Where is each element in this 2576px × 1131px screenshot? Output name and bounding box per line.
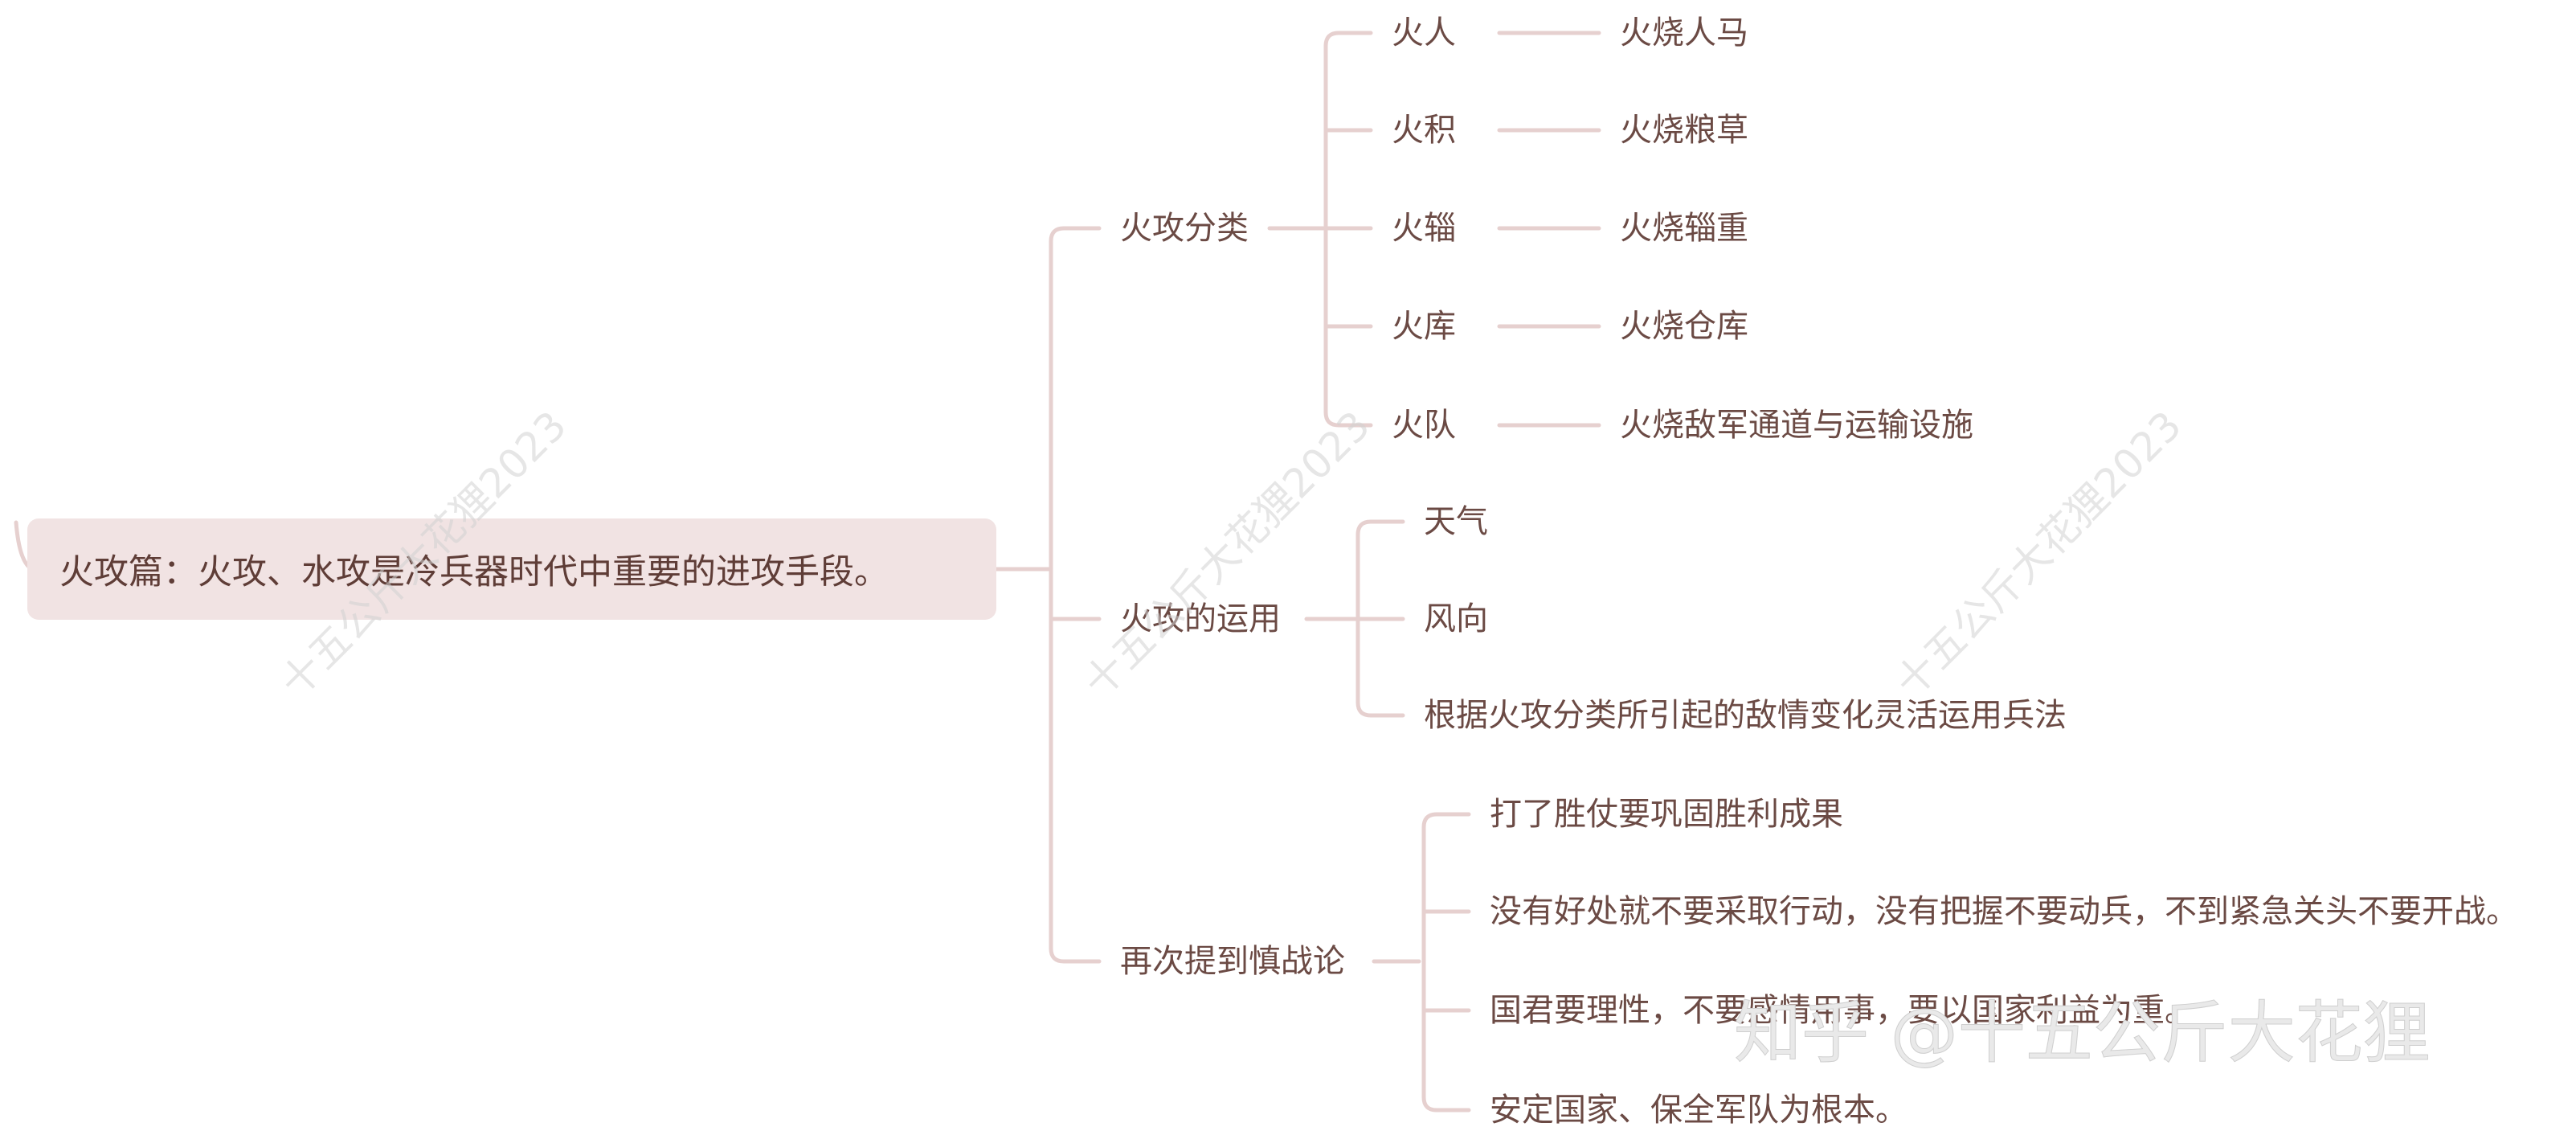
node-fire-arsenal[interactable]: 火库 [1392, 308, 1456, 345]
branch-fire-attack-use[interactable]: 火攻的运用 [1120, 600, 1281, 637]
node-ruler-rational[interactable]: 国君要理性，不要感情用事，要以国家利益为重。 [1490, 992, 2197, 1029]
node-consolidate-victory[interactable]: 打了胜仗要巩固胜利成果 [1490, 796, 1843, 833]
branch-fire-attack-types[interactable]: 火攻分类 [1120, 210, 1249, 247]
detail-burn-warehouse[interactable]: 火烧仓库 [1620, 308, 1748, 345]
root-label: 火攻篇：火攻、水攻是冷兵器时代中重要的进攻手段。 [59, 552, 889, 592]
node-no-rash-action[interactable]: 没有好处就不要采取行动，没有把握不要动兵，不到紧急关头不要开战。 [1490, 893, 2518, 930]
root-node[interactable]: 火攻篇：火攻、水攻是冷兵器时代中重要的进攻手段。 [27, 518, 996, 620]
detail-burn-baggage[interactable]: 火烧辎重 [1620, 210, 1748, 247]
detail-burn-people-horses[interactable]: 火烧人马 [1620, 14, 1748, 51]
branch-caution-war[interactable]: 再次提到慎战论 [1120, 943, 1345, 980]
node-weather[interactable]: 天气 [1424, 503, 1488, 540]
node-fire-troops[interactable]: 火队 [1392, 407, 1456, 444]
detail-burn-provisions[interactable]: 火烧粮草 [1620, 112, 1748, 149]
node-fire-stores[interactable]: 火积 [1392, 112, 1456, 149]
node-fire-people[interactable]: 火人 [1392, 14, 1456, 51]
node-secure-state[interactable]: 安定国家、保全军队为根本。 [1490, 1092, 1907, 1129]
detail-burn-supply-lines[interactable]: 火烧敌军通道与运输设施 [1620, 407, 1973, 444]
node-wind-direction[interactable]: 风向 [1424, 600, 1488, 637]
brand-watermark: 知乎 @十五公斤大花狸 [1734, 994, 2431, 1073]
node-flexible-tactics[interactable]: 根据火攻分类所引起的敌情变化灵活运用兵法 [1424, 697, 2067, 734]
node-fire-baggage[interactable]: 火辎 [1392, 210, 1456, 247]
